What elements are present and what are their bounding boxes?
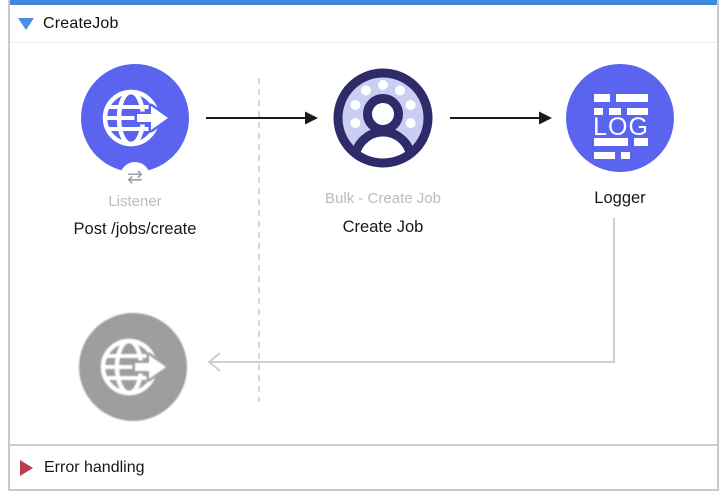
- flow-canvas: ⇄ Listener Post /jobs/create: [10, 42, 717, 444]
- globe-arrow-icon: [102, 89, 171, 147]
- listener-doc-name: Post /jobs/create: [73, 220, 197, 238]
- flow-header[interactable]: CreateJob: [10, 5, 717, 43]
- connector-listener-to-bulk: [206, 111, 318, 125]
- listener-label: Listener: [108, 193, 162, 210]
- expand-triangle-icon[interactable]: [20, 459, 33, 476]
- logger-node[interactable]: LOG: [566, 64, 674, 172]
- flow-container-createjob[interactable]: CreateJob: [8, 0, 719, 491]
- flow-wires: [206, 78, 615, 402]
- ghost-endpoint-node[interactable]: [79, 313, 187, 421]
- flow-selection-highlight: [10, 0, 717, 5]
- error-handling-label: Error handling: [44, 458, 145, 476]
- log-icon-text: LOG: [593, 113, 649, 141]
- connector-bulk-to-logger: [450, 111, 552, 125]
- bulk-create-job-node[interactable]: [329, 64, 437, 172]
- sync-arrows-icon: ⇄: [120, 162, 150, 192]
- connector-logger-to-ghost: [207, 218, 615, 372]
- bulk-create-job-doc-name: Create Job: [342, 218, 424, 236]
- bulk-user-icon: [333, 68, 433, 168]
- globe-arrow-icon: [100, 338, 169, 396]
- bulk-create-job-label: Bulk - Create Job: [325, 190, 441, 207]
- error-handling-bar[interactable]: Error handling: [10, 444, 717, 489]
- logger-label: Logger: [594, 189, 646, 207]
- listener-node[interactable]: ⇄: [81, 64, 189, 192]
- log-icon: LOG: [593, 94, 649, 159]
- sync-arrows-glyph: ⇄: [127, 166, 143, 188]
- flow-title: CreateJob: [43, 14, 119, 32]
- collapse-triangle-icon[interactable]: [18, 17, 34, 30]
